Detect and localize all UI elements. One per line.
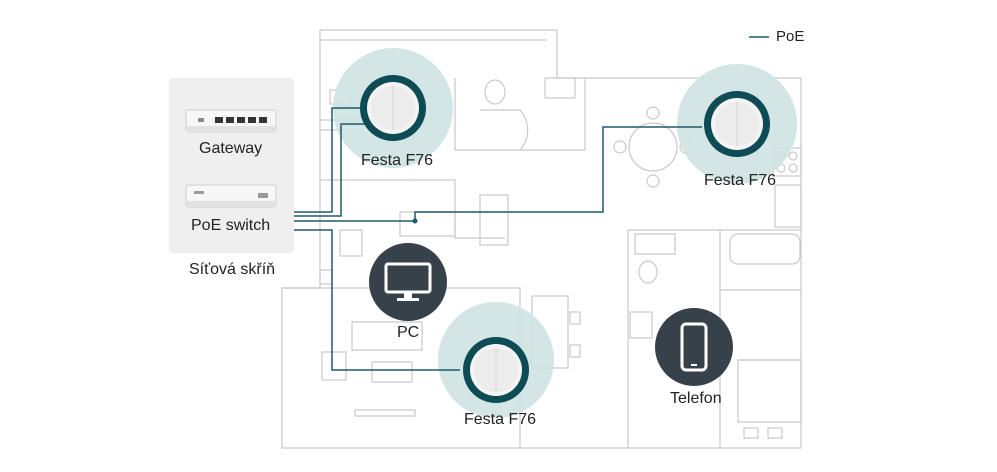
legend-poe-label: PoE — [776, 28, 805, 45]
network-rack-title: Síťová skříň — [189, 261, 276, 278]
poe-switch-device-icon — [185, 184, 277, 208]
access-point-label: Festa F76 — [704, 172, 777, 189]
smartphone-icon — [655, 308, 733, 386]
pc-label: PC — [397, 324, 420, 341]
poe-cable-ap-right-long — [294, 126, 702, 222]
poe-cable-ap-bottom — [294, 229, 460, 371]
monitor-icon — [369, 243, 447, 321]
gateway-label: Gateway — [199, 140, 263, 157]
access-point-right — [704, 91, 770, 157]
cable-junction — [412, 218, 418, 224]
phone-label: Telefon — [670, 390, 722, 407]
poe-cable-ap-top-left — [294, 107, 360, 213]
access-point-top-left — [360, 75, 426, 141]
poe-switch-label: PoE switch — [191, 217, 271, 234]
access-point-label: Festa F76 — [464, 411, 537, 428]
access-point-bottom — [463, 337, 529, 403]
access-point-label: Festa F76 — [361, 152, 434, 169]
network-rack-panel — [169, 78, 294, 253]
gateway-device-icon — [185, 109, 277, 133]
